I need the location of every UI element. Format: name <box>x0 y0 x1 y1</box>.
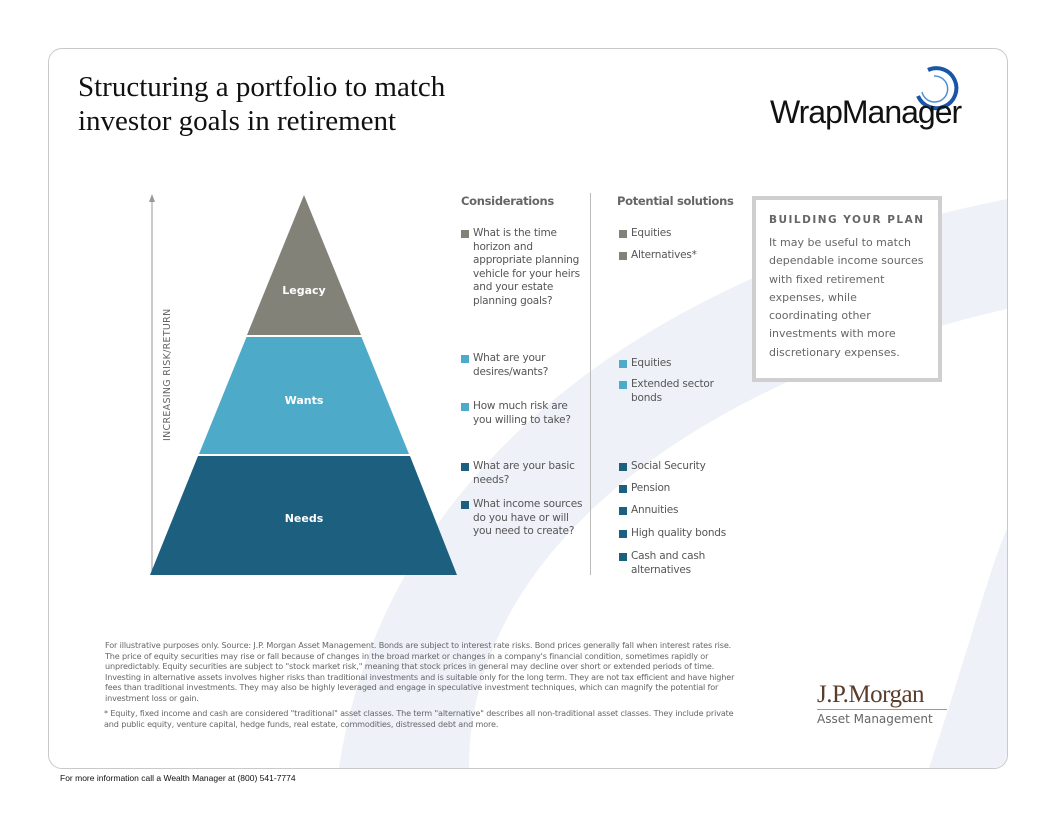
solutions-item: Equities <box>619 227 741 241</box>
bullet-square-icon <box>619 530 627 538</box>
tier-legacy <box>247 195 361 335</box>
considerations-item: What are your desires/wants? <box>461 352 583 379</box>
solutions-item-text: Alternatives* <box>631 249 697 261</box>
risk-pyramid: Legacy Wants Needs INCREASING RISK/RETUR… <box>149 194 457 575</box>
bullet-square-icon <box>461 403 469 411</box>
considerations-item: What are your basic needs? <box>461 460 583 487</box>
solutions-item-text: Annuities <box>631 504 679 516</box>
tier-label-wants: Wants <box>285 394 324 407</box>
bullet-square-icon <box>619 463 627 471</box>
tier-label-legacy: Legacy <box>282 284 325 297</box>
solutions-item: High quality bonds <box>619 527 741 541</box>
title-line-1: Structuring a portfolio to match <box>78 71 446 103</box>
considerations-item-text: What are your basic needs? <box>473 460 575 486</box>
plan-text: It may be useful to match dependable inc… <box>769 236 924 359</box>
column-divider <box>590 193 591 575</box>
solutions-item-text: Extended sector bonds <box>631 378 714 404</box>
bullet-square-icon <box>619 360 627 368</box>
plan-heading: BUILDING YOUR PLAN <box>769 214 925 226</box>
bullet-square-icon <box>461 230 469 238</box>
tier-wants <box>199 337 409 454</box>
solutions-item: Equities <box>619 357 741 371</box>
considerations-item-text: What is the time horizon and appropriate… <box>473 227 580 307</box>
solutions-item-text: Cash and cash alternatives <box>631 550 706 576</box>
solutions-item-text: High quality bonds <box>631 527 727 539</box>
solutions-item-text: Pension <box>631 482 671 494</box>
solutions-item: Alternatives* <box>619 249 741 263</box>
solutions-item: Extended sector bonds <box>619 378 741 405</box>
solutions-item: Social Security <box>619 460 741 474</box>
solutions-item-text: Social Security <box>631 460 706 472</box>
considerations-item: How much risk are you willing to take? <box>461 400 583 427</box>
bullet-square-icon <box>461 355 469 363</box>
bullet-square-icon <box>619 485 627 493</box>
bullet-square-icon <box>619 230 627 238</box>
contact-line: For more information call a Wealth Manag… <box>60 773 296 783</box>
bullet-square-icon <box>619 252 627 260</box>
considerations-item-text: What are your desires/wants? <box>473 352 549 378</box>
tier-label-needs: Needs <box>285 512 324 525</box>
wrapmanager-wordmark: WrapManager <box>770 94 962 130</box>
solutions-item: Pension <box>619 482 741 496</box>
considerations-item: What is the time horizon and appropriate… <box>461 227 583 308</box>
asterisk-footnote: * Equity, fixed income and cash are cons… <box>104 708 734 729</box>
solutions-item: Cash and cash alternatives <box>619 550 741 577</box>
title-line-2: investor goals in retirement <box>78 105 397 137</box>
page-title: Structuring a portfolio to match investo… <box>78 70 445 138</box>
jpmorgan-logo: J.P.Morgan Asset Management <box>817 682 947 726</box>
tier-needs <box>150 456 457 575</box>
bullet-square-icon <box>619 381 627 389</box>
considerations-item-text: How much risk are you willing to take? <box>473 400 571 426</box>
swirl-icon <box>916 66 959 111</box>
bullet-square-icon <box>461 463 469 471</box>
solutions-header: Potential solutions <box>617 194 734 208</box>
wrapmanager-logo: WrapManager <box>770 62 970 134</box>
bullet-square-icon <box>619 507 627 515</box>
considerations-item: What income sources do you have or will … <box>461 498 583 539</box>
considerations-header: Considerations <box>461 194 554 208</box>
solutions-item-text: Equities <box>631 227 672 239</box>
axis-label: INCREASING RISK/RETURN <box>162 309 173 442</box>
disclaimer: For illustrative purposes only. Source: … <box>105 640 735 703</box>
bullet-square-icon <box>461 501 469 509</box>
considerations-item-text: What income sources do you have or will … <box>473 498 583 537</box>
solutions-item-text: Equities <box>631 357 672 369</box>
building-plan-box: BUILDING YOUR PLAN It may be useful to m… <box>752 196 942 382</box>
solutions-item: Annuities <box>619 504 741 518</box>
arrow-up-icon <box>149 194 155 202</box>
asset-management-label: Asset Management <box>817 712 933 726</box>
jpmorgan-wordmark: J.P.Morgan <box>817 682 947 710</box>
bullet-square-icon <box>619 553 627 561</box>
